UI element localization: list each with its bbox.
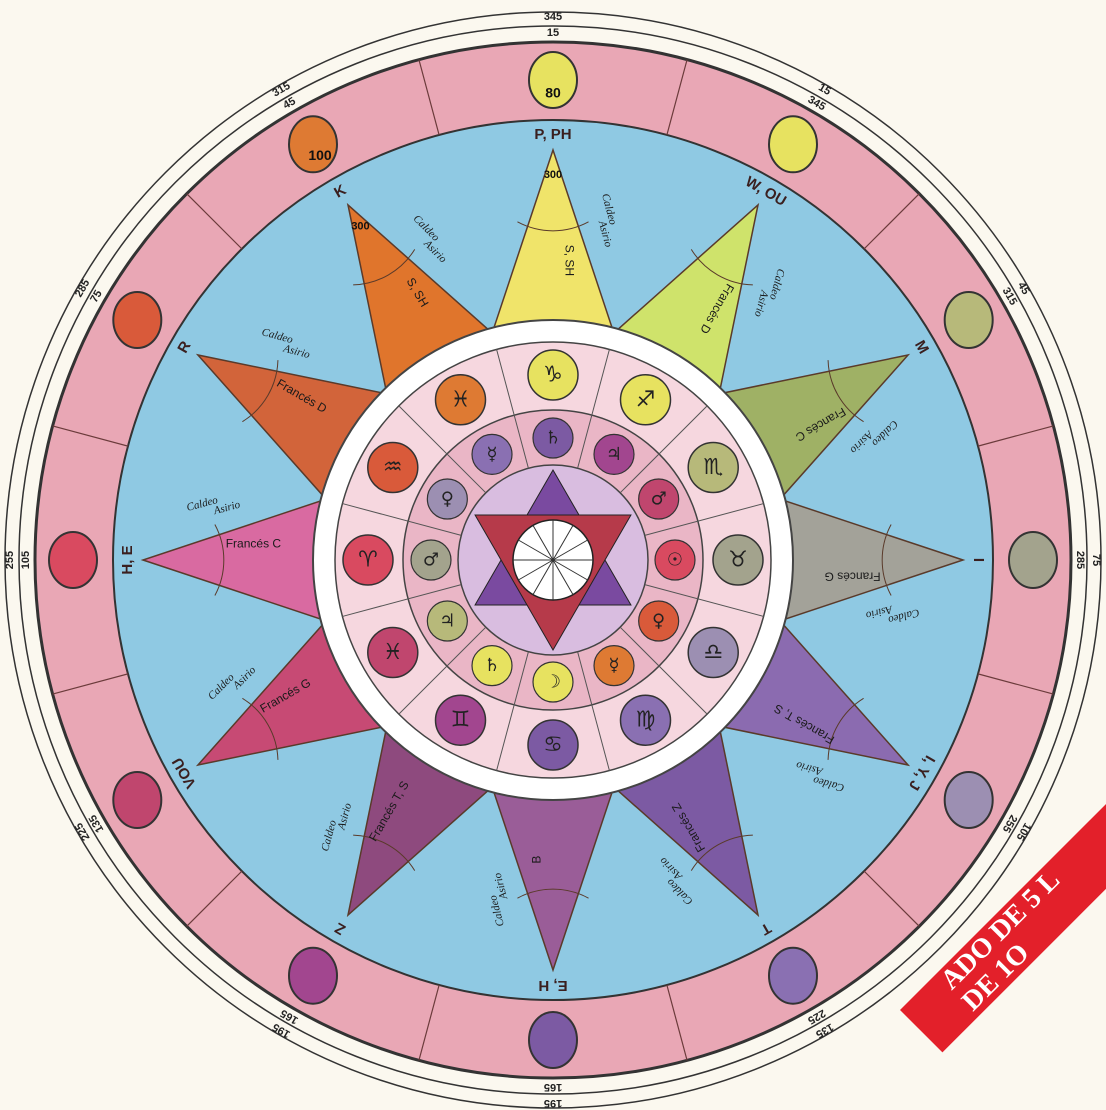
- zodiac-glyph: ♓: [451, 387, 471, 412]
- star-point-label: S, SH: [563, 245, 577, 276]
- degree-label: 285: [1074, 551, 1086, 569]
- outer-letter: I: [970, 558, 987, 562]
- outer-letter: E, H: [538, 977, 567, 994]
- degree-label: 15: [816, 81, 833, 98]
- degree-label: 15: [547, 27, 559, 39]
- planet-glyph: ♀: [441, 489, 454, 510]
- medallion: [289, 116, 337, 172]
- planet-glyph: ☽: [545, 672, 561, 693]
- medallion: [945, 772, 993, 828]
- planet-glyph: ♃: [606, 444, 622, 465]
- outer-letter: P, PH: [534, 126, 571, 143]
- zodiac-glyph: ♑: [543, 363, 563, 388]
- zodiac-glyph: ♓: [383, 640, 403, 665]
- degree-label: 255: [4, 551, 16, 569]
- medallion: [769, 948, 817, 1004]
- medallion: [945, 292, 993, 348]
- planet-glyph: ♀: [652, 611, 665, 632]
- planet-glyph: ☿: [486, 444, 497, 465]
- planet-glyph: ♄: [545, 428, 561, 449]
- zodiac-glyph: ♒: [383, 455, 403, 480]
- planet-glyph: ☿: [608, 655, 619, 676]
- planet-glyph: ☉: [667, 550, 683, 571]
- zodiac-glyph: ♎: [703, 640, 723, 665]
- zodiac-glyph: ♉: [728, 548, 748, 573]
- degree-label: 45: [1015, 280, 1032, 297]
- degree-label: 75: [1090, 554, 1102, 566]
- medallion: [113, 772, 161, 828]
- medallion: [769, 116, 817, 172]
- star-point-label: B: [529, 856, 543, 864]
- star-point-label: Francés C: [226, 536, 282, 550]
- zodiac-glyph: ♏: [703, 455, 723, 480]
- zodiac-glyph: ♍: [636, 708, 656, 733]
- zodiac-glyph: ♐: [636, 387, 656, 412]
- degree-label: 195: [544, 1097, 562, 1109]
- planet-glyph: ♃: [439, 611, 455, 632]
- medallion: [289, 948, 337, 1004]
- medallion-number: 80: [545, 85, 561, 101]
- outer-letter: H, E: [119, 545, 136, 574]
- star-point-number: 300: [351, 220, 369, 232]
- planet-glyph: ♄: [484, 655, 500, 676]
- medallion: [49, 532, 97, 588]
- degree-label: 165: [544, 1081, 562, 1093]
- planet-glyph: ♂: [651, 489, 667, 510]
- star-point-label: Francés G: [825, 570, 881, 584]
- degree-label: 105: [20, 551, 32, 569]
- zodiac-glyph: ♋: [543, 733, 563, 758]
- medallion-number: 100: [308, 147, 332, 163]
- planet-glyph: ♂: [423, 550, 439, 571]
- star-point-number: 300: [544, 169, 562, 181]
- medallion: [529, 1012, 577, 1068]
- degree-label: 345: [544, 11, 562, 23]
- medallion: [1009, 532, 1057, 588]
- medallion: [113, 292, 161, 348]
- zodiac-glyph: ♊: [451, 708, 471, 733]
- zodiac-glyph: ♈: [358, 548, 378, 573]
